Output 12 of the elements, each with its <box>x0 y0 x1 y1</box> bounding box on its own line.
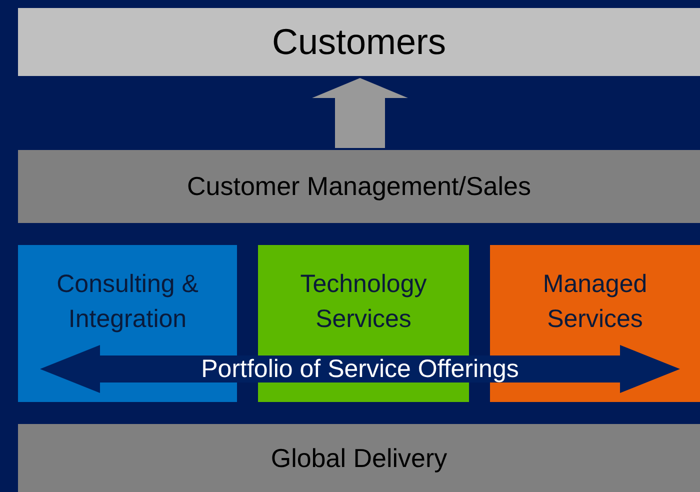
node-label: Managed Services <box>542 269 648 335</box>
node-label: Portfolio of Service Offerings <box>201 354 519 384</box>
node-label: Global Delivery <box>270 442 448 475</box>
management-bar <box>18 150 700 223</box>
delivery-bar <box>18 424 700 492</box>
node-label: Technology Services <box>299 269 428 335</box>
node-label: Customers <box>270 20 448 64</box>
double-arrow-band <box>40 345 680 393</box>
block-arrow <box>312 78 408 148</box>
node-label: Consulting & Integration <box>56 269 200 335</box>
customers-bar <box>18 8 700 76</box>
node-label: Customer Management/Sales <box>186 170 532 204</box>
